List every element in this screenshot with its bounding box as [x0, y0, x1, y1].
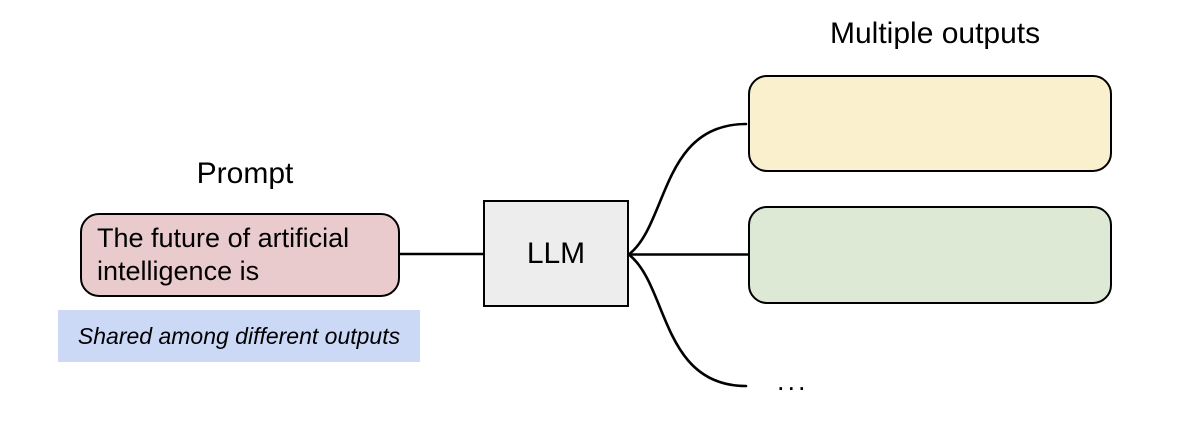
more-outputs-ellipsis: ...: [777, 366, 809, 396]
prompt-box: The future of artificial intelligence is: [80, 213, 400, 297]
output-box-2: [748, 206, 1112, 304]
llm-label: LLM: [526, 236, 586, 270]
shared-note: Shared among different outputs: [58, 310, 420, 362]
connector-llm-more: [628, 254, 748, 388]
llm-box: LLM: [483, 200, 629, 307]
shared-note-text: Shared among different outputs: [77, 322, 401, 349]
prompt-box-text: The future of artificial intelligence is: [97, 223, 350, 286]
multiple-outputs-label: Multiple outputs: [830, 17, 1041, 50]
connector-llm-output1: [628, 122, 748, 255]
output-box-1: [748, 75, 1112, 172]
prompt-label: Prompt: [196, 157, 294, 190]
